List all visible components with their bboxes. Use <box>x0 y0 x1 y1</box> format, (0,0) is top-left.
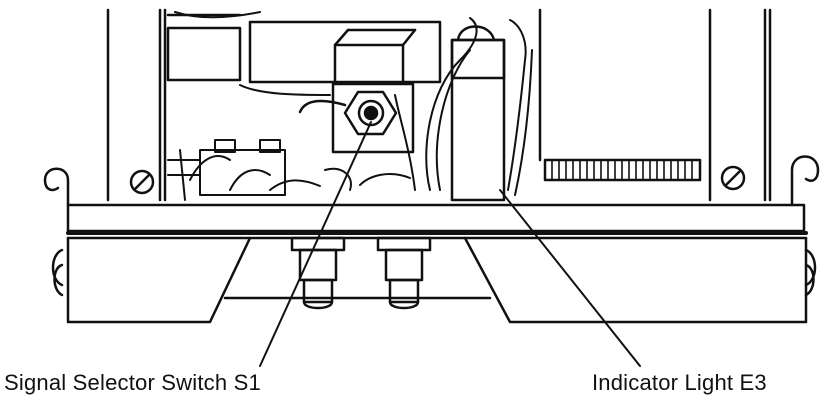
signal-selector-switch <box>298 82 415 154</box>
mounting-screws <box>129 165 746 195</box>
callout-indicator-light: Indicator Light E3 <box>592 370 767 395</box>
callout-signal-selector-switch: Signal Selector Switch S1 <box>4 370 261 395</box>
indicator-light-housing <box>450 25 506 202</box>
front-connectors <box>290 236 432 310</box>
leader-line-e3 <box>499 189 641 367</box>
chassis-frame <box>106 8 772 202</box>
leader-line-s1 <box>259 121 372 367</box>
vent-grille <box>543 158 702 182</box>
front-panel <box>66 203 808 324</box>
side-hooks <box>43 155 820 297</box>
leader-lines <box>259 121 641 367</box>
internal-modules <box>166 13 442 85</box>
terminal-strip <box>167 139 286 196</box>
